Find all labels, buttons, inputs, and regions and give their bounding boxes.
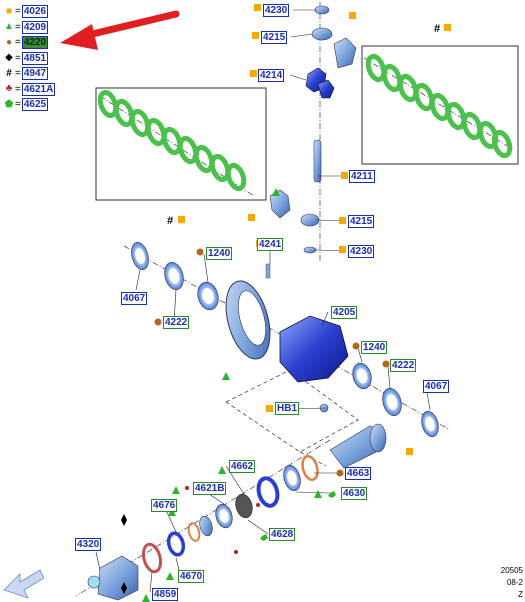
legend-row: ■=4026: [4, 4, 64, 20]
callout-4670[interactable]: 4670: [178, 570, 205, 583]
callout-4205[interactable]: 4205: [331, 306, 358, 319]
legend-code[interactable]: 4209: [21, 20, 49, 34]
callout-4628[interactable]: 4628: [269, 528, 296, 541]
callout-4215-mid[interactable]: 4215: [348, 215, 375, 228]
callout-4630[interactable]: 4630: [341, 487, 368, 500]
triangle-icon: ▲: [4, 21, 14, 33]
equals-sign: =: [15, 37, 21, 49]
pinion-parts: [87, 423, 387, 601]
callout-markers: [121, 4, 451, 602]
callout-4320[interactable]: 4320: [75, 538, 102, 551]
circle-icon: ●: [5, 36, 13, 48]
legend-row: ♣=4621A: [4, 82, 64, 98]
legend: ■=4026 ▲=4209 ●=4220 ◆=4851 #=4947 ♣=462…: [4, 4, 64, 113]
legend-code[interactable]: 4625: [21, 98, 49, 112]
club-icon: ♣: [5, 83, 13, 95]
vertical-parts: [265, 5, 357, 279]
legend-code-highlighted[interactable]: 4220: [21, 36, 49, 50]
clutch-pack-box-left: [95, 87, 267, 201]
legend-code[interactable]: 4947: [21, 67, 49, 81]
callout-4230-mid[interactable]: 4230: [348, 245, 375, 258]
pentagon-icon: ⬟: [4, 98, 14, 110]
hash-marker-right: #: [434, 23, 440, 35]
callout-4211[interactable]: 4211: [349, 170, 375, 183]
clutch-pack-box-right: [361, 45, 519, 165]
pointer-arrow-icon: [60, 10, 180, 50]
hash-icon: #: [6, 67, 12, 79]
callout-4662[interactable]: 4662: [229, 460, 256, 473]
callout-4215-top[interactable]: 4215: [261, 31, 288, 44]
diamond-icon: ◆: [5, 52, 13, 64]
callout-4067-right[interactable]: 4067: [423, 380, 450, 393]
hash-marker-left: #: [167, 215, 173, 227]
footer-line-2: 08-2: [506, 578, 523, 587]
callout-4621b[interactable]: 4621B: [193, 482, 227, 495]
clutch-discs-right: [365, 53, 513, 159]
callout-4859[interactable]: 4859: [152, 588, 179, 601]
callout-1240-right[interactable]: 1240: [361, 341, 388, 354]
callout-4067-left[interactable]: 4067: [121, 292, 148, 305]
differential-parts: [131, 242, 439, 438]
callout-hb1[interactable]: HB1: [275, 402, 300, 415]
legend-row: ⬟=4625: [4, 97, 64, 113]
legend-code[interactable]: 4621A: [21, 82, 56, 96]
clutch-discs-left: [97, 89, 247, 192]
callout-4676[interactable]: 4676: [151, 499, 178, 512]
callout-4230-top[interactable]: 4230: [263, 4, 290, 17]
back-arrow-icon[interactable]: [3, 569, 45, 599]
equals-sign: =: [15, 6, 21, 18]
square-icon: ■: [5, 5, 13, 17]
legend-row: #=4947: [4, 66, 64, 82]
equals-sign: =: [15, 68, 21, 80]
legend-row: ◆=4851: [4, 51, 64, 67]
legend-row: ▲=4209: [4, 20, 64, 36]
footer-line-1: 20505: [500, 566, 523, 575]
callout-4214[interactable]: 4214: [258, 69, 285, 82]
callout-4222-left[interactable]: 4222: [163, 316, 190, 329]
callout-4663[interactable]: 4663: [345, 467, 372, 480]
equals-sign: =: [15, 52, 21, 64]
equals-sign: =: [15, 99, 21, 111]
equals-sign: =: [15, 21, 21, 33]
legend-row: ●=4220: [4, 35, 64, 51]
footer-line-3: Z: [518, 590, 523, 599]
callout-1240-left[interactable]: 1240: [206, 247, 233, 260]
callout-4241[interactable]: 4241: [257, 238, 284, 251]
equals-sign: =: [15, 83, 21, 95]
legend-code[interactable]: 4026: [21, 5, 49, 19]
legend-code[interactable]: 4851: [21, 51, 49, 65]
callout-4222-right[interactable]: 4222: [390, 359, 417, 372]
